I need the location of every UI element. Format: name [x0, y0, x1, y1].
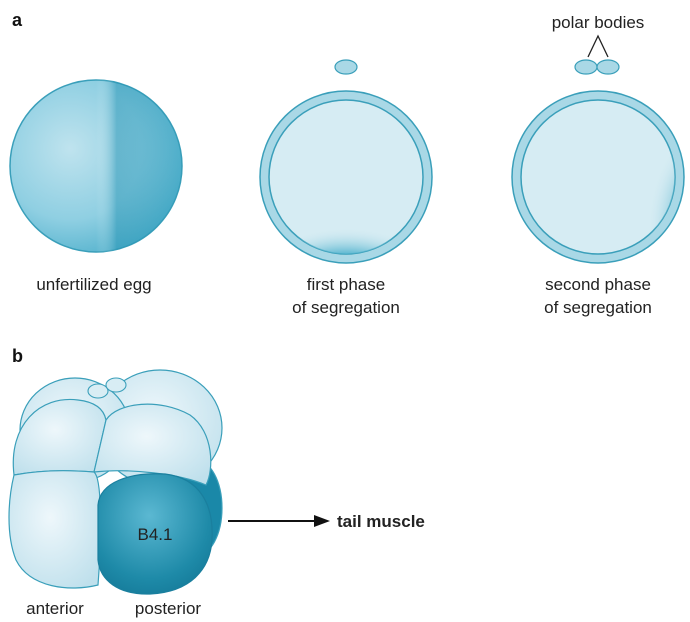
panel-b-letter: b: [12, 346, 23, 366]
b41-label: B4.1: [138, 525, 173, 544]
label-first-phase-line2: of segregation: [292, 298, 400, 317]
anterior-label: anterior: [26, 599, 84, 618]
posterior-label: posterior: [135, 599, 201, 618]
polar-bodies-pointer: [588, 36, 608, 57]
label-unfertilized-egg: unfertilized egg: [36, 275, 151, 294]
tail-muscle-label: tail muscle: [337, 512, 425, 531]
unfertilized-egg: [10, 80, 182, 252]
anterior-cell: [9, 471, 101, 588]
polar-body-first: [335, 60, 357, 74]
label-second-phase-line2: of segregation: [544, 298, 652, 317]
eight-cell-embryo: [9, 370, 222, 594]
first-phase-egg: [260, 60, 432, 298]
panel-a-letter: a: [12, 10, 23, 30]
embryo-polar-body-2: [106, 378, 126, 392]
label-second-phase-line1: second phase: [545, 275, 651, 294]
label-first-phase-line1: first phase: [307, 275, 385, 294]
polar-body-2: [597, 60, 619, 74]
embryo-polar-body-1: [88, 384, 108, 398]
polar-body-1: [575, 60, 597, 74]
second-phase-egg: [512, 60, 690, 278]
arrow: [228, 515, 330, 527]
label-polar-bodies: polar bodies: [552, 13, 645, 32]
